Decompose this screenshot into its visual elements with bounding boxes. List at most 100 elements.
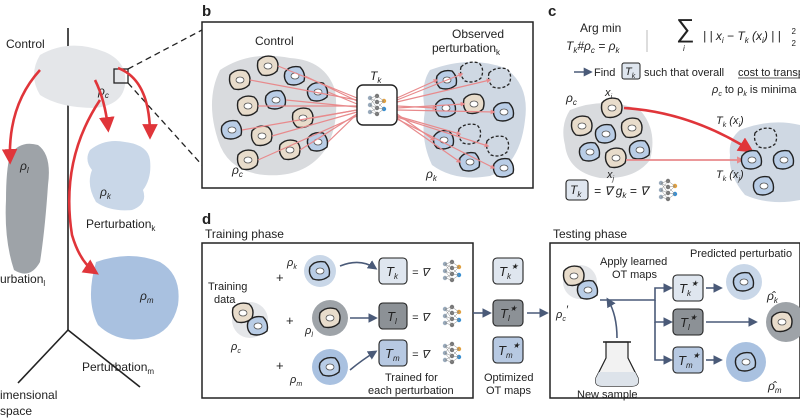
cell [492, 101, 515, 122]
training-phase-label: Training phase [205, 227, 284, 241]
cell [236, 149, 259, 171]
optimized-map-l [492, 299, 524, 327]
panel-c: c Arg min Tk#ρc = ρk ∑ i | | xi − Tk (xi… [548, 3, 800, 203]
constraint-label: Tk#ρc = ρk [566, 39, 620, 55]
test-map-l [672, 308, 704, 336]
map-box-k [378, 257, 408, 285]
panel-b-frame [201, 21, 534, 189]
panel-d: d Training phase Testing phase Training … [201, 211, 800, 401]
perturbation-l-blob [5, 143, 49, 274]
cell [740, 149, 763, 170]
rho-c-prime-label: ρc′ [555, 304, 569, 323]
rho-hat-m-label: ρ̂m [767, 379, 782, 395]
cell [318, 356, 341, 377]
tk-label: Tk [370, 69, 382, 85]
perturbation-m-label: Perturbationm [82, 360, 154, 376]
training-data-label-2: data [214, 294, 236, 306]
train-arrow-m [349, 350, 378, 371]
map-k-label: Tk [386, 264, 399, 281]
apply-label-1: Apply learned [600, 256, 667, 268]
arrow-to-l [1, 69, 41, 165]
cell [770, 311, 793, 333]
arrow-to-k [93, 79, 115, 133]
sum-symbol: ∑ [676, 13, 695, 43]
cell-xj [604, 147, 627, 169]
apply-label-2: OT maps [612, 269, 658, 281]
cell [628, 139, 651, 160]
cell-xi [600, 97, 623, 119]
tk-xi-label: Tk (xi) [716, 115, 744, 129]
plus-sign: + [276, 270, 284, 285]
trained-label-2: each perturbation [368, 385, 454, 397]
tk-gradient-box [565, 179, 589, 201]
apply-arrow-k [600, 283, 673, 301]
new-sample-label: New sample [577, 389, 638, 401]
space-label: space [0, 404, 32, 418]
tk-xj-label: Tk (xj) [716, 169, 744, 183]
arrow-to-m [67, 99, 102, 275]
cell [734, 351, 757, 372]
neural-network-icon [658, 178, 678, 202]
neural-network-icon [442, 259, 462, 283]
find-tk-label: Tk [625, 66, 636, 80]
axis-diagonal [17, 329, 69, 384]
neural-network-icon [442, 341, 462, 365]
map-box-l [378, 302, 408, 330]
cell [570, 115, 593, 137]
map-m-label: Tm [385, 346, 400, 363]
perturbation-label: perturbationk [432, 41, 501, 57]
testing-phase-label: Testing phase [553, 227, 627, 241]
transport-arrow-i [623, 106, 754, 153]
training-data-label-1: Training [208, 281, 247, 293]
perturbation-k-blob [87, 141, 151, 211]
optimized-map-m [492, 336, 524, 364]
rho-hat-k-label: ρ̂k [766, 289, 779, 305]
cell [434, 97, 457, 118]
grad-eq: = ∇ [412, 349, 431, 361]
find-tk-box [621, 62, 641, 80]
optimized-l-label: Tl★ [500, 304, 518, 323]
map-box-m [378, 339, 408, 367]
panel-c-letter: c [548, 3, 556, 20]
apply-arrow-m [654, 322, 673, 365]
rho-k-label: ρk [286, 257, 297, 271]
norm-expression: | | xi − Tk (xi) | | [703, 29, 781, 45]
flask-liquid [595, 372, 639, 386]
test-map-m-label: Tm★ [678, 351, 701, 370]
panel-b: b Control Observed perturbationk [201, 3, 534, 189]
cell [492, 157, 515, 178]
train-arrow-k [339, 260, 378, 270]
perturbation-m-blob [90, 256, 179, 340]
plus-sign: + [286, 313, 294, 328]
cost-label: cost to transpo [738, 67, 800, 79]
mapping-lines [241, 65, 496, 169]
cell [246, 315, 269, 336]
rho-k-label: ρk [99, 185, 112, 201]
cell [318, 307, 341, 329]
norm-power: 2 [792, 27, 797, 36]
panel-b-letter: b [202, 3, 211, 20]
rho-l-label: ρl [19, 159, 29, 175]
cell [236, 95, 259, 117]
xj-label: xj [606, 169, 615, 183]
cell [220, 119, 243, 140]
zoom-line-top [127, 29, 203, 70]
panel-d-letter: d [202, 211, 211, 228]
control-blob [34, 45, 126, 108]
test-map-m [672, 346, 704, 374]
cell [228, 69, 251, 91]
sample-arrow [606, 297, 618, 339]
testing-frame [549, 242, 800, 399]
perturbation-cloud [423, 61, 526, 178]
rho-m-label: ρm [289, 374, 302, 388]
cell [308, 260, 331, 281]
zoom-line-bottom [127, 82, 203, 166]
optimized-k-label: Tk★ [499, 262, 519, 281]
cell [250, 125, 273, 147]
tk-gradient-label: Tk [570, 183, 582, 199]
grad-eq: = ∇ [412, 267, 431, 279]
find-label: Find [594, 67, 615, 79]
optimized-map-k [492, 257, 524, 285]
control-label: Control [6, 37, 45, 51]
cell [578, 141, 601, 162]
